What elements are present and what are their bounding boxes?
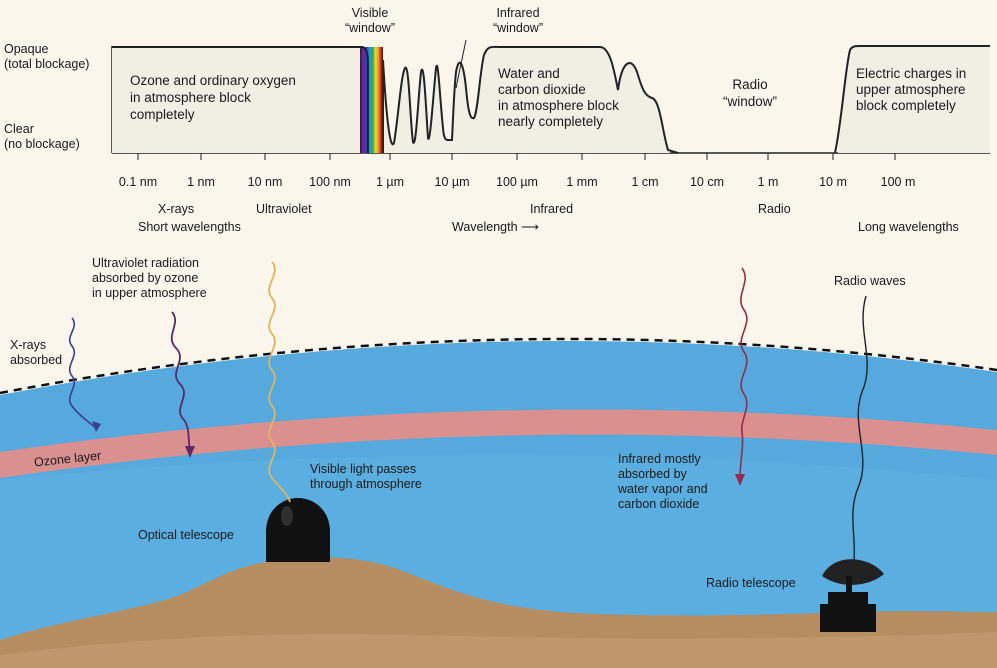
tick-label: 1 nm	[187, 175, 215, 189]
opacity-fill-ir	[383, 46, 670, 154]
visible-window-label: Visible“window”	[344, 6, 395, 35]
tick-label: 100 nm	[309, 175, 351, 189]
label-radio-telescope: Radio telescope	[706, 576, 796, 590]
opacity-curve	[112, 45, 990, 154]
infrared-window-label: Infrared“window”	[492, 6, 543, 35]
band-xrays: X-rays	[158, 202, 195, 216]
region-radio-window-text: Radio“window”	[722, 77, 777, 109]
y-label-clear: Clear(no blockage)	[4, 122, 80, 151]
label-radio-waves: Radio waves	[834, 274, 906, 288]
atmosphere-boundary	[0, 337, 997, 395]
tick-label: 10 cm	[689, 175, 725, 189]
arrow-right-icon: ⟶	[521, 220, 539, 234]
xray-wave	[68, 317, 97, 429]
opacity-fill-right	[838, 46, 990, 153]
radio-wave	[852, 295, 868, 561]
tick-label: 1 µm	[375, 175, 405, 189]
y-label-opaque: Opaque(total blockage)	[4, 42, 90, 71]
uv-wave	[170, 311, 191, 453]
visible-band	[360, 47, 383, 153]
label-optical-telescope: Optical telescope	[138, 528, 234, 542]
tick-label: 0.1 nm	[118, 175, 158, 189]
ozone-band	[0, 409, 997, 478]
infrared-window-pointer	[455, 39, 467, 89]
tick-label: 1 m	[757, 175, 779, 189]
radio-telescope-dish	[820, 559, 884, 632]
band-ultraviolet: Ultraviolet	[256, 202, 312, 216]
band-short-wavelengths: Short wavelengths	[138, 220, 241, 234]
opacity-chart	[111, 39, 990, 160]
infrared-wave	[739, 267, 748, 479]
band-radio: Radio	[758, 202, 791, 216]
tick-label: 10 m	[819, 175, 847, 189]
visible-light-wave	[268, 261, 291, 503]
tick-label: 10 nm	[247, 175, 283, 189]
wavelength-label: Wavelength ⟶	[452, 220, 539, 234]
opacity-fill-left	[112, 47, 368, 153]
optical-telescope-dome	[266, 498, 330, 562]
tick-label: 100 m	[880, 175, 916, 189]
tick-label: 1 mm	[566, 175, 598, 189]
band-infrared: Infrared	[530, 202, 574, 216]
tick-label: 1 cm	[631, 175, 659, 189]
x-ticks	[137, 153, 896, 160]
tick-label: 100 µm	[496, 175, 538, 189]
tick-label: 10 µm	[434, 175, 470, 189]
band-long-wavelengths: Long wavelengths	[858, 220, 959, 234]
